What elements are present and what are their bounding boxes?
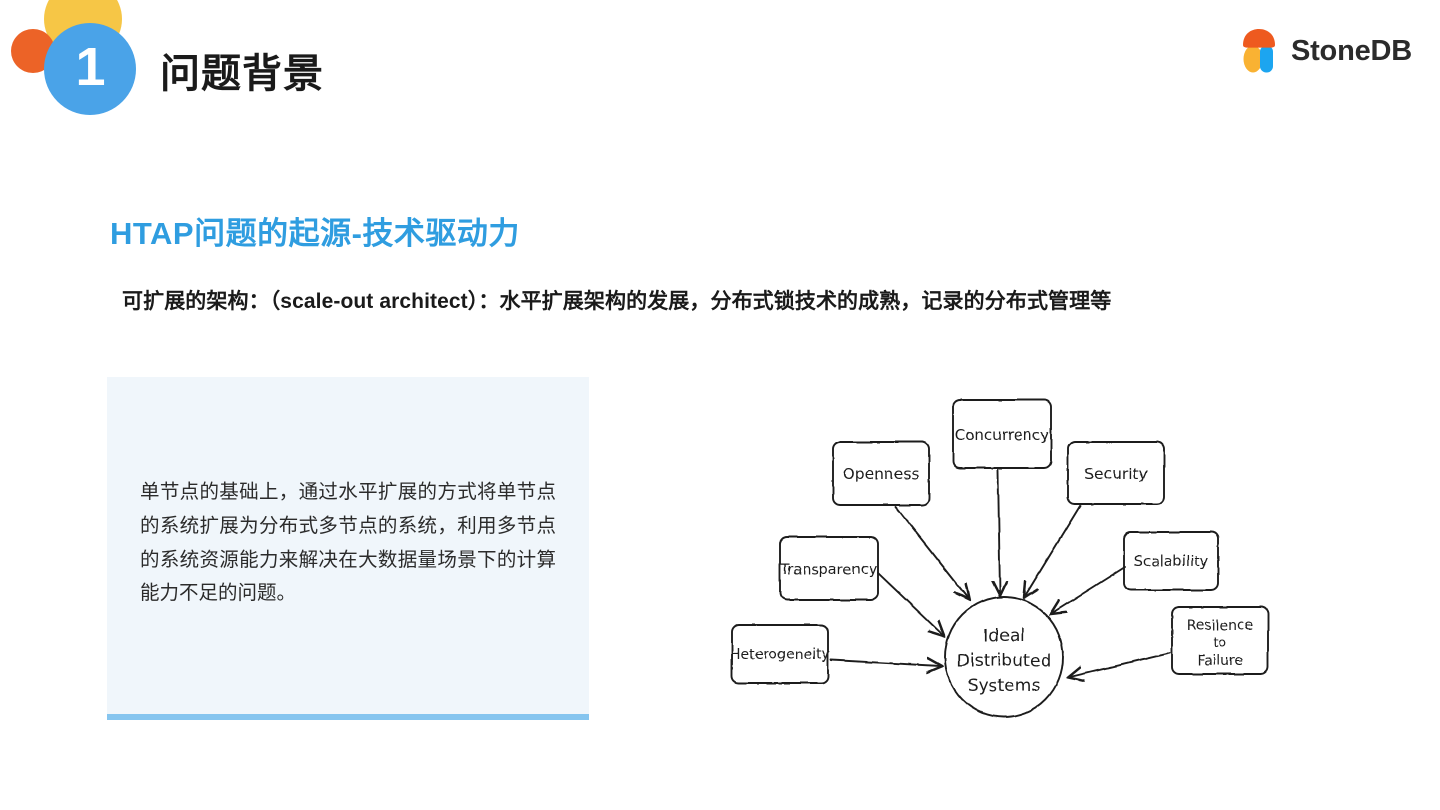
section-number-badge: 1 xyxy=(44,23,136,115)
diagram-node-scalability-label: Scalability xyxy=(1134,554,1209,570)
diagram-node-security-label: Security xyxy=(1084,465,1148,483)
page-title: 问题背景 xyxy=(160,52,324,96)
diagram-node-resilience-label-1: Resilence xyxy=(1187,618,1254,634)
distributed-systems-diagram: Openness Concurrency Security Transparen… xyxy=(700,385,1320,725)
diagram-node-security-box xyxy=(1067,441,1165,505)
diagram-center-label-2: Distributed xyxy=(957,651,1052,671)
section-lead-line: 可扩展的架构：（scale-out architect）：水平扩展架构的发展，分… xyxy=(122,290,1112,313)
diagram-node-openness-box xyxy=(832,441,930,506)
section-heading: HTAP问题的起源-技术驱动力 xyxy=(110,216,520,251)
diagram-node-heterogeneity-label: Heterogeneity xyxy=(730,647,830,663)
diagram-node-concurrency-box xyxy=(952,399,1052,469)
brand-logo-text: StoneDB xyxy=(1290,34,1412,67)
diagram-center-label-3: Systems xyxy=(968,676,1040,696)
diagram-arrow-transparency xyxy=(877,572,943,635)
diagram-arrow-concurrency xyxy=(998,469,1000,594)
diagram-node-heterogeneity-box xyxy=(731,624,829,684)
brand-logo: StoneDB xyxy=(1237,28,1412,74)
diagram-node-resilience-box xyxy=(1171,606,1269,675)
diagram-arrow-heterogeneity xyxy=(830,660,940,666)
diagram-node-transparency-label: Transparency xyxy=(780,562,878,578)
diagram-node-concurrency-label: Concurrency xyxy=(955,426,1050,444)
callout-card: 单节点的基础上，通过水平扩展的方式将单节点的系统扩展为分布式多节点的系统，利用多… xyxy=(107,377,589,720)
diagram-center-label-1: Ideal xyxy=(983,626,1024,646)
diagram-node-resilience-label-3: Failure xyxy=(1197,653,1243,669)
diagram-arrow-openness xyxy=(895,506,968,598)
diagram-node-scalability-box xyxy=(1123,531,1219,591)
diagram-arrow-scalability xyxy=(1052,566,1126,613)
diagram-arrow-security xyxy=(1025,505,1081,596)
callout-body-text: 单节点的基础上，通过水平扩展的方式将单节点的系统扩展为分布式多节点的系统，利用多… xyxy=(140,481,556,605)
mushroom-logo-icon xyxy=(1237,28,1281,74)
diagram-arrow-resilience xyxy=(1070,652,1171,677)
diagram-node-resilience-label-2: to xyxy=(1213,636,1226,651)
section-number-label: 1 xyxy=(75,37,105,97)
diagram-node-openness-label: Openness xyxy=(843,465,920,483)
diagram-node-transparency-box xyxy=(779,536,879,601)
